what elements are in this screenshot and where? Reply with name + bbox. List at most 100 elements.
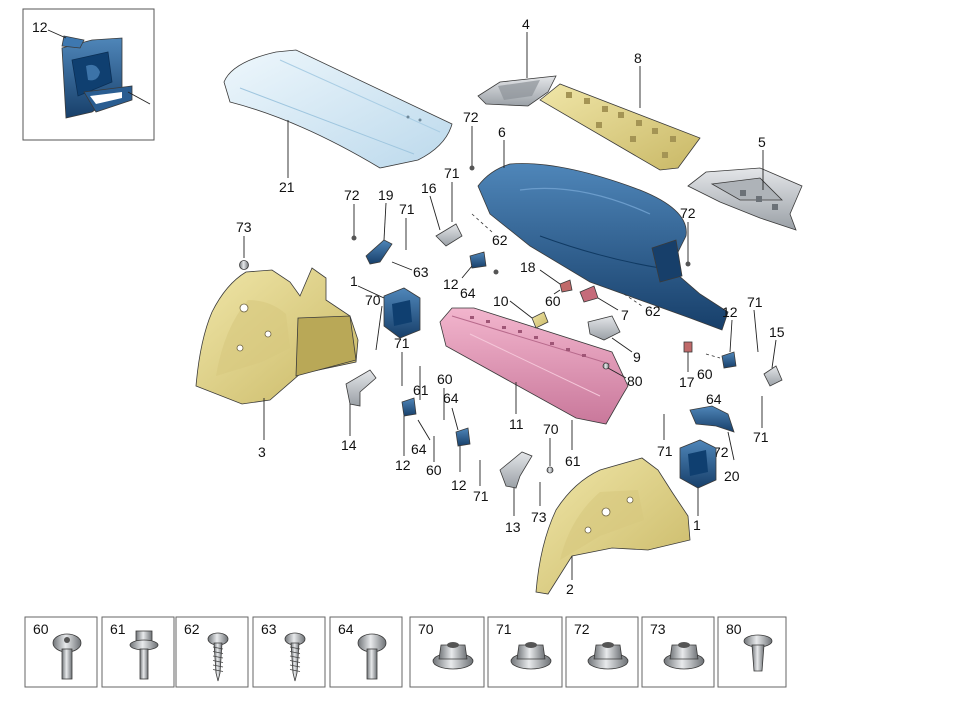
callout-71a: 71 [399,201,415,217]
callout-71g: 71 [657,443,673,459]
callout-20: 20 [724,468,740,484]
callout-64b: 64 [411,441,427,457]
legend-label-63: 63 [261,621,277,637]
speed-nut-73-left [239,260,249,270]
legend-item-63: 63 [252,616,326,688]
callout-2: 2 [566,581,574,597]
part-12-bracket-right [721,351,737,369]
part-2-right-wheelhouse-trim [535,457,691,595]
callout-15: 15 [769,324,785,340]
callout-71e: 71 [747,294,763,310]
callout-10: 10 [493,293,509,309]
part-11-loading-sill-trim [439,307,629,425]
callout-60a: 60 [437,371,453,387]
legend-label-61: 61 [110,621,126,637]
part-10-label-plate [531,311,549,329]
part-6-side-trim-panel [477,163,729,331]
callout-62b: 62 [645,303,661,319]
callout-12c: 12 [451,477,467,493]
callout-71d: 71 [473,488,489,504]
flange-bolt-with-washer-icon [129,630,159,680]
callout-63: 63 [413,264,429,280]
callout-64a: 64 [460,285,476,301]
legend-item-60: 60 [24,616,98,688]
legend-item-73: 73 [641,616,715,688]
callout-1b: 1 [693,517,701,533]
part-5-side-pillar-trim [687,167,803,231]
part-9-cover-cap [587,315,621,341]
tie-down-loop-icon [61,35,133,119]
part-12-bracket-center [469,251,487,269]
callout-71c: 71 [394,335,410,351]
part-1-left-tie-down-housing [383,287,421,339]
callout-7: 7 [621,307,629,323]
callout-5: 5 [758,134,766,150]
part-12-bracket-center-lower [455,427,471,447]
part-8-upper-trim-panel [539,83,701,171]
callout-71b: 71 [444,165,460,181]
legend-item-70: 70 [409,616,485,688]
callout-61a: 61 [413,382,429,398]
callout-21: 21 [279,179,295,195]
callout-8: 8 [634,50,642,66]
part-13-bracket [499,451,533,489]
callout-13: 13 [505,519,521,535]
mushroom-head-bolt-icon [357,633,387,680]
callout-73a: 73 [236,219,252,235]
callout-9: 9 [633,349,641,365]
legend-label-62: 62 [184,621,200,637]
clip-nut-icon [587,642,629,670]
callout-64c: 64 [443,390,459,406]
callout-70b: 70 [543,421,559,437]
callout-72d: 72 [713,444,729,460]
callout-18: 18 [520,259,536,275]
part-18-clip [559,279,573,293]
legend-label-60: 60 [33,621,49,637]
callout-19: 19 [378,187,394,203]
tapping-screw-icon [284,632,306,682]
callout-4: 4 [522,16,530,32]
legend-label-71: 71 [496,621,512,637]
legend-label-80: 80 [726,621,742,637]
callout-62a: 62 [492,232,508,248]
part-12-bracket-left-lower [401,397,417,417]
callout-12-inset: 12 [32,19,48,35]
callout-72a: 72 [344,187,360,203]
callout-70a: 70 [365,292,381,308]
fastener-legend: 60 61 62 63 64 70 71 72 73 80 [24,616,787,688]
callout-12b: 12 [395,457,411,473]
speed-nut-icon [663,642,705,670]
callout-72b: 72 [463,109,479,125]
part-15-bracket [763,365,783,387]
callout-11: 11 [509,416,524,432]
callout-80: 80 [627,373,643,389]
callout-14: 14 [341,437,357,453]
legend-label-72: 72 [574,621,590,637]
part-19-bracket [365,239,393,265]
part-14-bracket [345,369,377,407]
legend-item-71: 71 [487,616,563,688]
callout-3: 3 [258,444,266,460]
legend-item-72: 72 [565,616,639,688]
self-tapping-screw-icon [207,632,229,682]
legend-item-64: 64 [329,616,403,688]
callout-73b: 73 [531,509,547,525]
part-3-left-wheelhouse-trim [195,267,359,405]
callout-60b: 60 [426,462,442,478]
callout-61b: 61 [565,453,581,469]
callout-60c: 60 [545,293,561,309]
legend-label-64: 64 [338,621,354,637]
callout-12a: 12 [443,276,459,292]
inset-detail-part-12: 12 [22,8,155,141]
callout-60d: 60 [697,366,713,382]
legend-item-61: 61 [101,616,175,688]
part-4-trim-cover [477,75,557,107]
part-20-bracket [689,405,735,433]
hex-flange-nut-icon [510,642,552,670]
part-7-clip [579,285,599,303]
callout-12d: 12 [722,304,738,320]
legend-item-80: 80 [717,616,787,688]
callout-16: 16 [421,180,437,196]
callout-72c: 72 [680,205,696,221]
